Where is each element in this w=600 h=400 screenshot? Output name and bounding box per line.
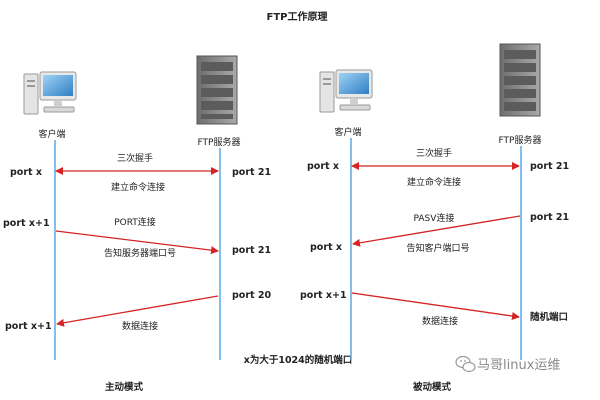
- passive-client-port: port x: [310, 242, 342, 253]
- passive-data-arrow: [351, 292, 520, 320]
- passive-message: 告知客户端口号: [406, 242, 469, 254]
- wechat-icon: [455, 355, 476, 373]
- active-message: 建立命令连接: [111, 181, 165, 193]
- active-client-port: port x+1: [3, 218, 50, 229]
- active-message: PORT连接: [114, 216, 156, 228]
- passive-message: 三次握手: [416, 147, 452, 159]
- passive-pasv-arrow: [352, 215, 521, 247]
- active-port-arrow: [55, 230, 219, 255]
- active-client-port: port x+1: [5, 321, 52, 332]
- passive-mode-label: 被动模式: [413, 381, 452, 393]
- active-message: 三次握手: [117, 152, 153, 164]
- active-mode-label: 主动模式: [105, 381, 144, 393]
- diagram-title: FTP工作原理: [267, 10, 328, 23]
- active-message: 数据连接: [122, 320, 158, 332]
- active-mode-panel: 客户端 FTP服务器 port x port x+1 port x+1 port…: [3, 55, 271, 393]
- active-server-port: port 21: [232, 245, 271, 256]
- active-server-port: port 20: [232, 290, 271, 301]
- passive-server-port: 随机端口: [530, 311, 568, 323]
- client-computer-icon: [319, 69, 373, 113]
- active-data-arrow: [56, 295, 219, 327]
- watermark-text: 马哥linux运维: [477, 358, 560, 373]
- passive-message: PASV连接: [414, 212, 455, 224]
- watermark: 马哥linux运维: [455, 355, 560, 373]
- passive-server-port: port 21: [530, 212, 569, 223]
- passive-message: 数据连接: [422, 315, 458, 327]
- passive-client-port: port x+1: [300, 290, 347, 301]
- active-client-port: port x: [10, 167, 42, 178]
- passive-server-port: port 21: [530, 161, 569, 172]
- passive-server-label: FTP服务器: [499, 134, 542, 146]
- ftp-server-icon: [499, 43, 541, 117]
- passive-client-port: port x: [307, 161, 339, 172]
- active-message: 告知服务器端口号: [104, 247, 176, 259]
- active-client-label: 客户端: [38, 128, 65, 140]
- client-computer-icon: [23, 71, 77, 115]
- active-server-label: FTP服务器: [198, 136, 241, 148]
- active-server-port: port 21: [232, 167, 271, 178]
- passive-mode-panel: 客户端 FTP服务器 port x port x port x+1 port 2…: [300, 43, 569, 393]
- port-note: x为大于1024的随机端口: [244, 354, 353, 366]
- passive-message: 建立命令连接: [407, 176, 461, 188]
- passive-client-label: 客户端: [334, 126, 361, 138]
- ftp-server-icon: [196, 55, 238, 125]
